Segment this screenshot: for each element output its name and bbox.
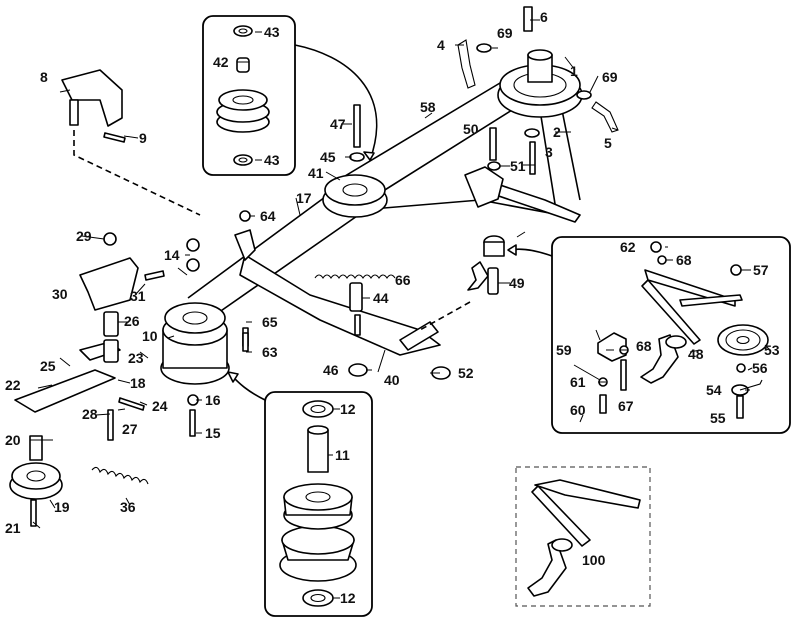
label-29: 29	[76, 228, 92, 244]
label-58: 58	[420, 99, 436, 115]
label-48: 48	[688, 346, 704, 362]
label-22: 22	[5, 377, 21, 393]
label-59: 59	[556, 342, 572, 358]
label-50: 50	[463, 121, 479, 137]
label-65: 65	[262, 314, 278, 330]
label-69-left: 69	[497, 25, 513, 41]
label-21: 21	[5, 520, 21, 536]
label-24: 24	[152, 398, 168, 414]
label-66: 66	[395, 272, 411, 288]
label-69-right: 69	[602, 69, 618, 85]
inset-top-pulley	[202, 15, 378, 176]
label-23: 23	[128, 350, 144, 366]
label-46: 46	[323, 362, 339, 378]
label-43-bottom: 43	[264, 152, 280, 168]
label-17: 17	[296, 190, 312, 206]
label-12-top: 12	[340, 401, 356, 417]
inset-bottom-pulley	[227, 371, 373, 617]
label-36: 36	[120, 499, 136, 515]
label-8: 8	[40, 69, 48, 85]
inset-idler-assembly	[507, 236, 791, 434]
label-10: 10	[142, 328, 158, 344]
label-42: 42	[213, 54, 229, 70]
label-11: 11	[335, 447, 350, 463]
label-67: 67	[618, 398, 634, 414]
label-15: 15	[205, 425, 221, 441]
label-3: 3	[545, 144, 553, 160]
label-9: 9	[139, 130, 147, 146]
label-68-bottom: 68	[636, 338, 652, 354]
label-30: 30	[52, 286, 68, 302]
label-53: 53	[764, 342, 780, 358]
label-18: 18	[130, 375, 146, 391]
label-16: 16	[205, 392, 221, 408]
label-56: 56	[752, 360, 768, 376]
label-51: 51	[510, 158, 526, 174]
label-60: 60	[570, 402, 586, 418]
label-31: 31	[130, 288, 146, 304]
label-14: 14	[164, 247, 180, 263]
label-40: 40	[384, 372, 400, 388]
label-63: 63	[262, 344, 278, 360]
label-20: 20	[5, 432, 21, 448]
label-57: 57	[753, 262, 769, 278]
label-61: 61	[570, 374, 586, 390]
label-49: 49	[509, 275, 525, 291]
label-43-top: 43	[264, 24, 280, 40]
leader-lines	[30, 19, 771, 599]
label-41: 41	[308, 165, 324, 181]
label-25: 25	[40, 358, 56, 374]
label-6: 6	[540, 9, 548, 25]
label-28: 28	[82, 406, 98, 422]
optional-bracket-100	[515, 466, 651, 607]
label-55: 55	[710, 410, 726, 426]
label-19: 19	[54, 499, 70, 515]
label-100: 100	[582, 552, 606, 568]
label-52: 52	[458, 365, 474, 381]
label-62: 62	[620, 239, 636, 255]
label-27: 27	[122, 421, 138, 437]
label-26: 26	[124, 313, 140, 329]
label-45: 45	[320, 149, 336, 165]
label-4: 4	[437, 37, 445, 53]
label-5: 5	[604, 135, 612, 151]
label-47: 47	[330, 116, 346, 132]
label-68-top: 68	[676, 252, 692, 268]
callout-labels: 1 2 3 4 5 6 8 9 10 11 12 12 14 15 16 17 …	[5, 9, 780, 606]
label-64: 64	[260, 208, 276, 224]
label-1: 1	[570, 63, 578, 79]
label-44: 44	[373, 290, 389, 306]
label-54: 54	[706, 382, 722, 398]
label-12-bottom: 12	[340, 590, 356, 606]
label-2: 2	[553, 124, 561, 140]
main-assembly	[9, 6, 619, 527]
